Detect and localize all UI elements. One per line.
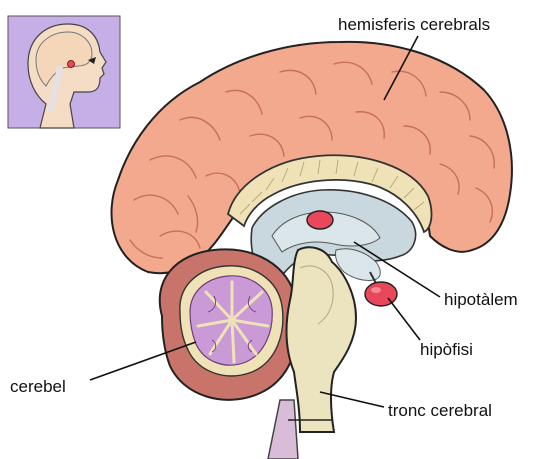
- head-profile-inset: [8, 16, 120, 128]
- pineal-dot: [307, 211, 333, 229]
- leader-pituitary: [388, 298, 420, 340]
- label-hemispheres: hemisferis cerebrals: [338, 15, 490, 34]
- label-cerebellum: cerebel: [10, 377, 66, 396]
- label-pituitary: hipòfisi: [420, 340, 473, 359]
- brainstem: [287, 247, 356, 432]
- spinal-cord: [268, 400, 298, 459]
- label-hypothalamus: hipotàlem: [444, 290, 518, 309]
- cerebellum: [160, 249, 299, 399]
- inset-pituitary-dot: [68, 61, 75, 68]
- label-brainstem: tronc cerebral: [388, 401, 492, 420]
